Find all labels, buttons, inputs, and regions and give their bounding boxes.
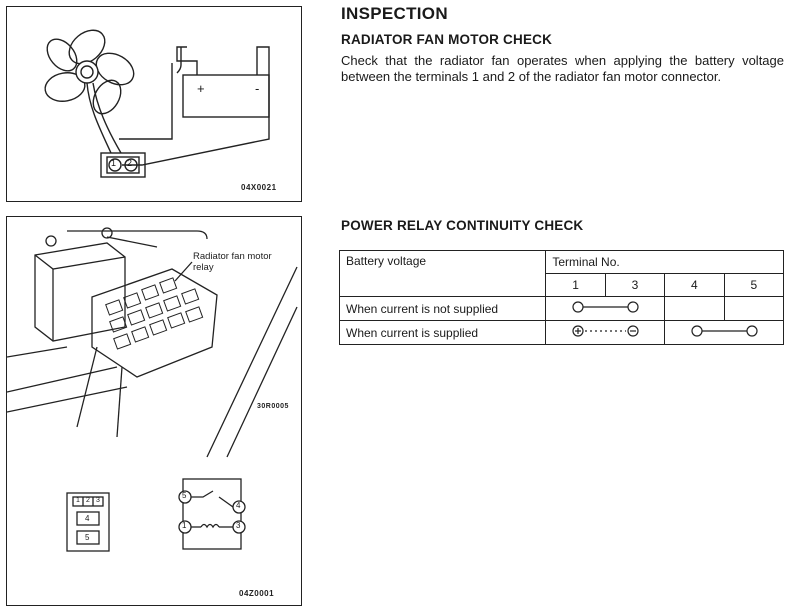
relay-connector-pin-2: 2 [86, 497, 90, 504]
terminal-header-4: 4 [664, 273, 725, 297]
terminal-header-1: 1 [545, 273, 606, 297]
relay-figure-code: 30R0005 [257, 403, 289, 410]
schematic-pin-5: 5 [182, 491, 187, 500]
battery-polarity-1-3 [545, 320, 666, 345]
fan-check-heading: RADIATOR FAN MOTOR CHECK [341, 32, 553, 47]
fan-icon [44, 29, 135, 115]
engine-bay-illustration [7, 227, 298, 458]
fan-connector-icon [100, 152, 146, 178]
terminal-figure-code: 04Z0001 [239, 589, 275, 598]
battery-minus-label: - [255, 81, 260, 96]
relay-check-heading: POWER RELAY CONTINUITY CHECK [341, 218, 584, 233]
schematic-pin-1: 1 [182, 521, 187, 530]
row-label-supplied: When current is supplied [338, 320, 547, 345]
schematic-pin-3: 3 [236, 521, 241, 530]
terminal-group-header: Terminal No. [545, 250, 784, 274]
relay-connector-pin-1: 1 [76, 497, 80, 504]
continuity-4-5 [664, 320, 784, 345]
continuity-1-3 [545, 296, 666, 321]
relay-terminal-diagram [66, 478, 246, 552]
fan-wiring-diagram [44, 29, 270, 178]
fan-check-text: Check that the radiator fan operates whe… [341, 53, 784, 84]
connector-pin-2: 2 [127, 158, 133, 168]
terminal-header-3: 3 [604, 273, 666, 297]
empty-cell [723, 296, 785, 321]
battery-polarity-symbol [572, 325, 639, 337]
relay-callout: Radiator fan motor relay [193, 251, 272, 273]
relay-connector-pin-5: 5 [85, 533, 90, 542]
relay-figure-panel: Radiator fan motor relay 30R0005 1 2 3 4… [6, 216, 302, 606]
relay-connector-pin-4: 4 [85, 514, 90, 523]
schematic-pin-4: 4 [236, 501, 241, 510]
row-label-not-supplied: When current is not supplied [338, 296, 547, 321]
continuity-symbol [572, 301, 639, 313]
continuity-symbol [691, 325, 758, 337]
battery-plus-label: + [197, 81, 205, 96]
figure-code: 04X0021 [241, 183, 277, 192]
terminal-header-5: 5 [723, 273, 785, 297]
table-row: When current is supplied [338, 320, 784, 345]
relay-continuity-table: Battery voltage Terminal No. 1 3 4 5 Whe… [338, 250, 785, 345]
connector-pin-1: 1 [111, 158, 117, 168]
table-corner-header: Battery voltage [338, 250, 547, 297]
relay-connector-pin-3: 3 [96, 497, 100, 504]
empty-cell [664, 296, 725, 321]
page-title: INSPECTION [341, 4, 448, 23]
table-row: When current is not supplied [338, 296, 785, 321]
fan-figure-panel: + - 1 2 04X0021 [6, 6, 302, 202]
